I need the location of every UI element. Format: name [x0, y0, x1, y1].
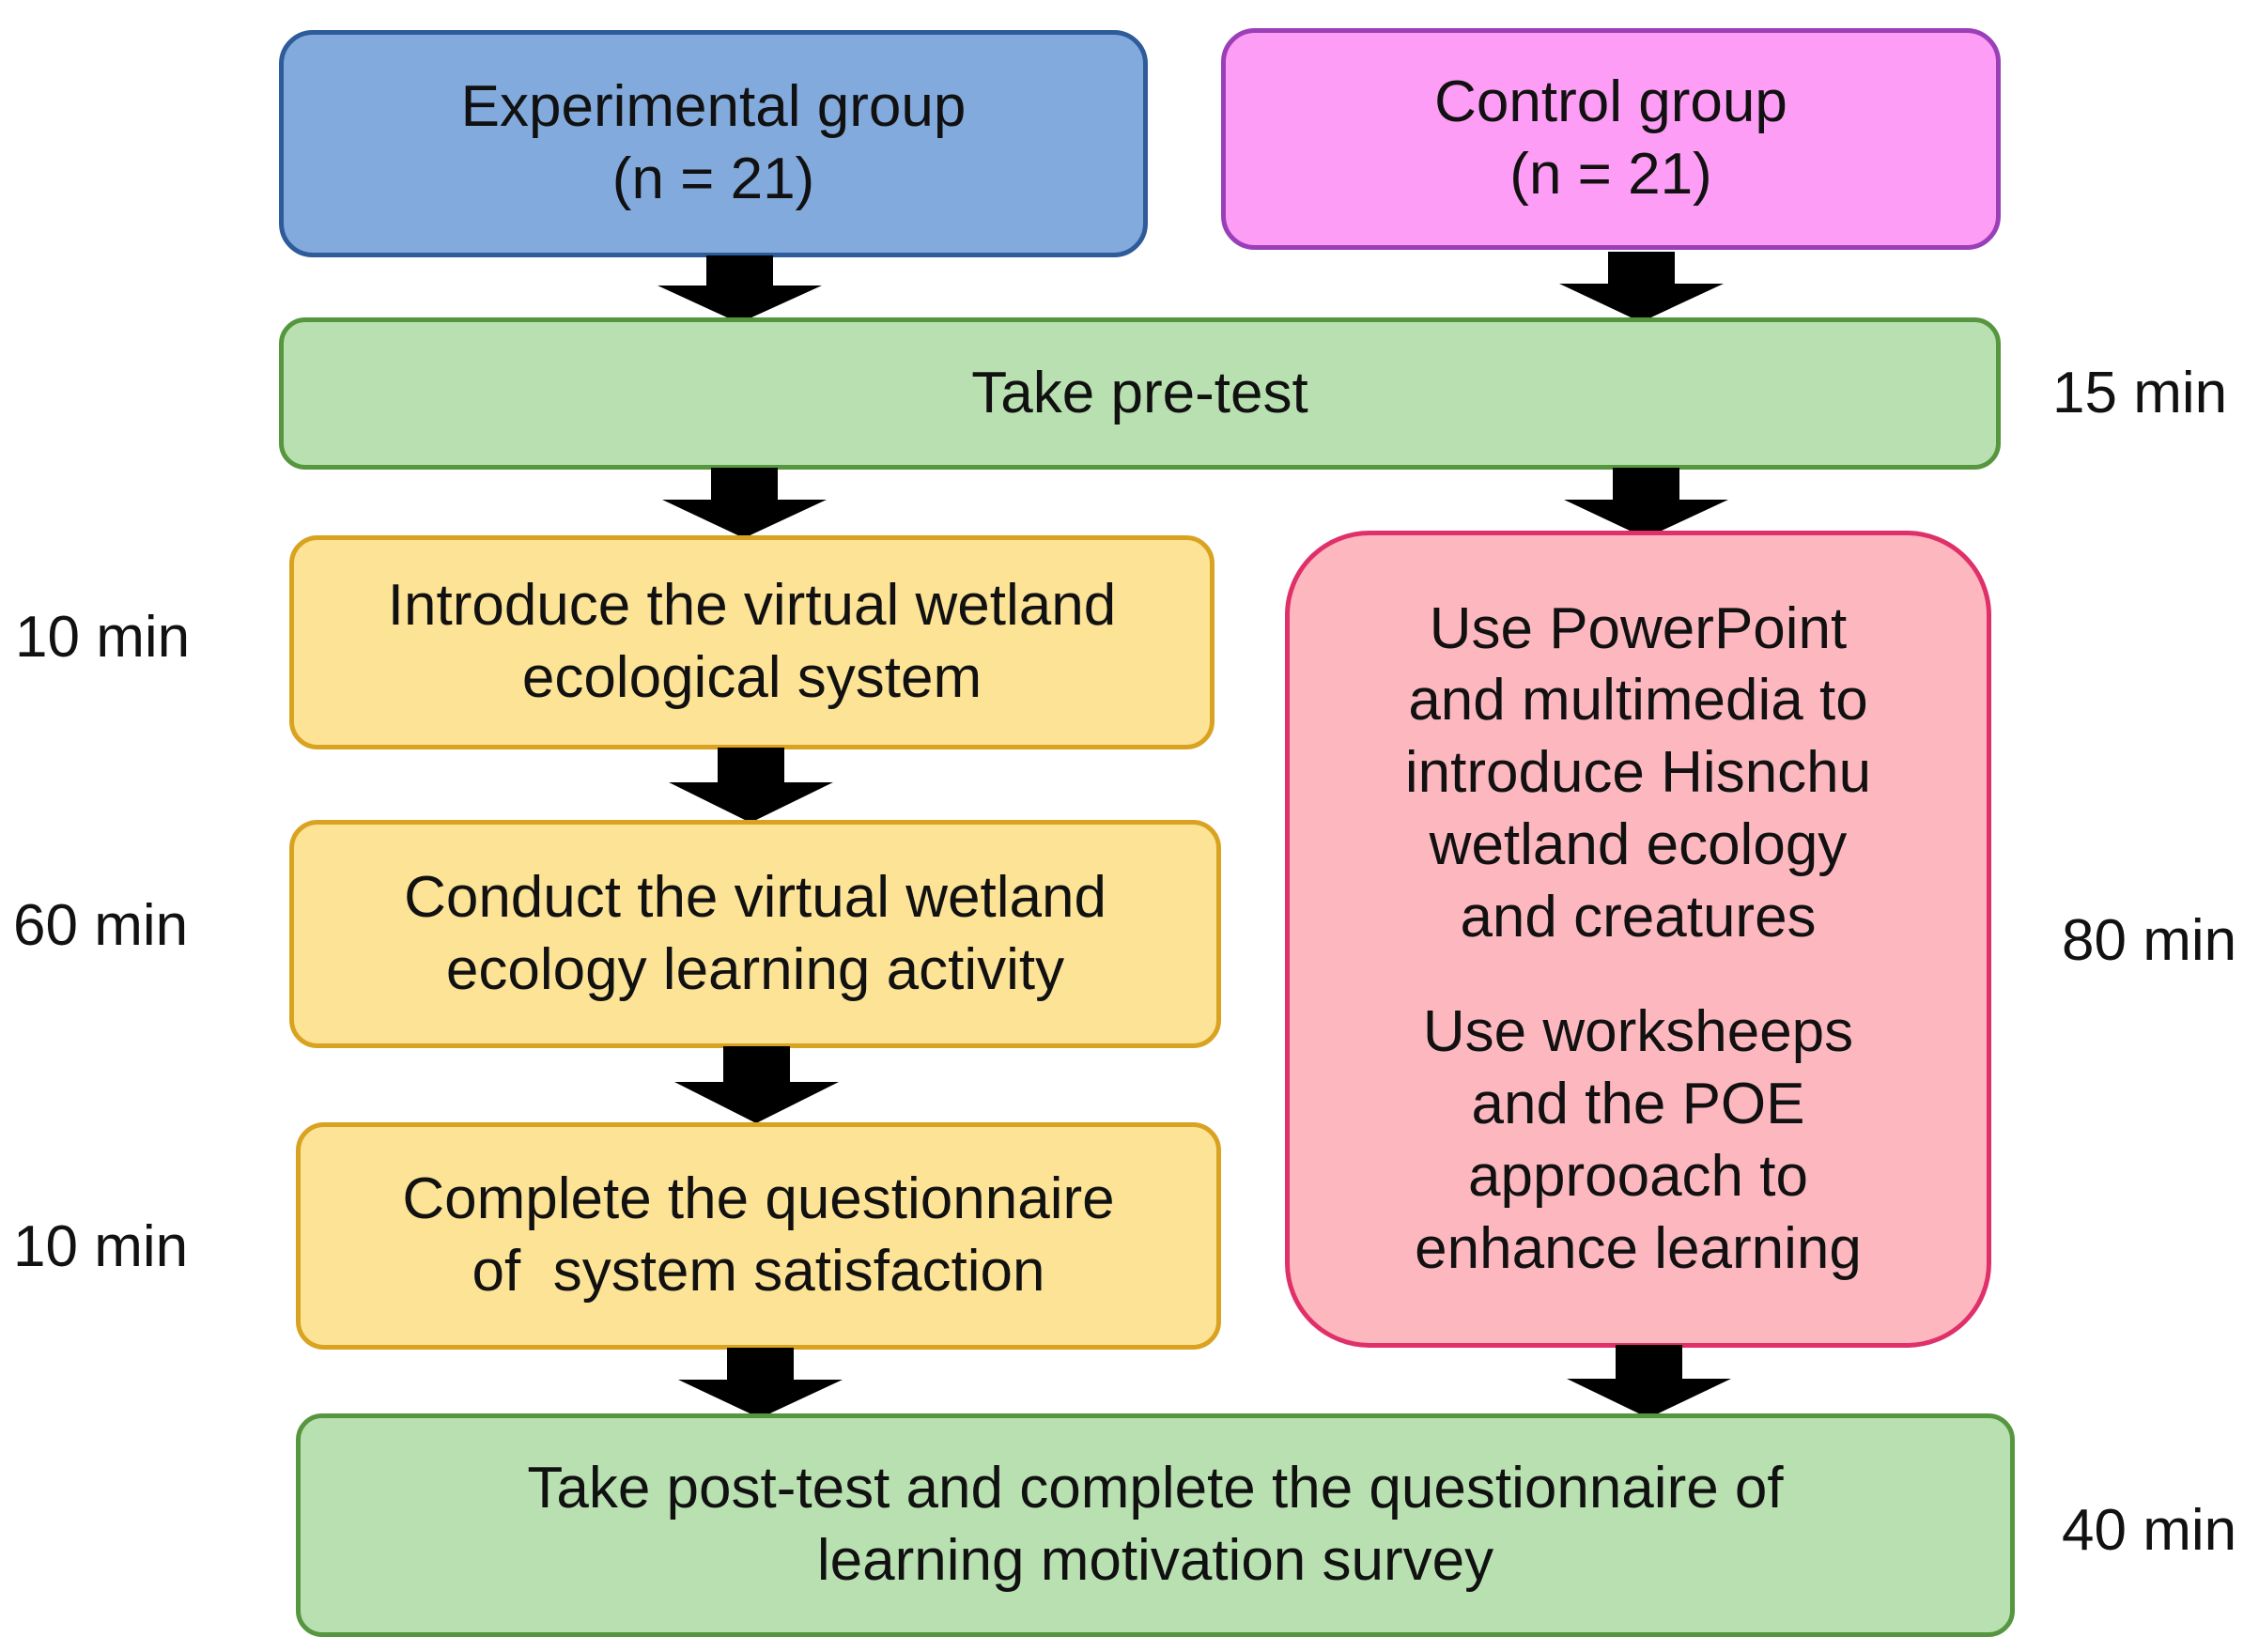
time-conduct: 60 min: [13, 893, 189, 958]
control-p1-line-4: wetland ecology: [1429, 812, 1848, 878]
control-p1-line-5: and creatures: [1460, 885, 1817, 950]
control-p2-line-4: enhance learning: [1415, 1215, 1862, 1281]
pretest-label: Take pre-test: [971, 360, 1308, 425]
conduct-line-2: ecology learning activity: [445, 936, 1065, 1002]
control-p2-line-3: approoach to: [1468, 1143, 1808, 1209]
posttest-line-2: learning motivation survey: [816, 1528, 1494, 1593]
arrow-pretest-to-introduce: [662, 468, 827, 538]
control-p1-line-1: Use PowerPoint: [1429, 595, 1848, 661]
complete-line-2: of system satisfaction: [472, 1239, 1045, 1304]
control-p1-line-2: and multimedia to: [1408, 668, 1868, 733]
arrow-conduct-to-complete: [674, 1046, 839, 1123]
posttest-box: Take post-test and complete the question…: [296, 1413, 2015, 1637]
arrow-pretest-to-control-activity: [1564, 468, 1728, 538]
control-p2-line-1: Use worksheeps: [1422, 998, 1854, 1064]
time-pretest: 15 min: [2052, 361, 2228, 425]
control-group-box: Control group (n = 21): [1221, 28, 2001, 250]
control-group-count: (n = 21): [1509, 142, 1712, 207]
arrow-complete-to-posttest: [678, 1348, 843, 1418]
arrow-introduce-to-conduct: [669, 748, 833, 823]
posttest-line-1: Take post-test and complete the question…: [527, 1456, 1784, 1521]
arrow-control-to-pretest: [1559, 252, 1724, 322]
arrow-control-to-posttest: [1567, 1345, 1731, 1418]
introduce-system-box: Introduce the virtual wetland ecological…: [289, 535, 1215, 749]
introduce-line-1: Introduce the virtual wetland: [387, 573, 1117, 639]
conduct-activity-box: Conduct the virtual wetland ecology lear…: [289, 820, 1221, 1048]
time-control: 80 min: [2062, 908, 2237, 973]
complete-line-1: Complete the questionnaire: [402, 1166, 1115, 1232]
complete-satisfaction-box: Complete the questionnaire of system sat…: [296, 1122, 1221, 1350]
time-complete: 10 min: [13, 1214, 189, 1279]
control-group-label: Control group: [1434, 69, 1787, 135]
introduce-line-2: ecological system: [521, 645, 983, 710]
experimental-group-count: (n = 21): [611, 147, 815, 211]
experimental-group-label: Experimental group: [460, 74, 967, 140]
control-activity-paragraph-1: Use PowerPoint and multimedia to introdu…: [1405, 594, 1871, 954]
control-p2-line-2: and the POE: [1471, 1071, 1805, 1136]
control-activity-paragraph-2: Use worksheeps and the POE approoach to …: [1415, 996, 1862, 1286]
time-posttest: 40 min: [2062, 1498, 2237, 1563]
control-activity-box: Use PowerPoint and multimedia to introdu…: [1285, 531, 1991, 1348]
pretest-box: Take pre-test: [279, 317, 2001, 470]
time-introduce: 10 min: [15, 605, 191, 670]
conduct-line-1: Conduct the virtual wetland: [404, 864, 1106, 930]
experimental-group-box: Experimental group (n = 21): [279, 30, 1148, 257]
arrow-experimental-to-pretest: [658, 255, 822, 323]
control-p1-line-3: introduce Hisnchu: [1404, 740, 1872, 806]
